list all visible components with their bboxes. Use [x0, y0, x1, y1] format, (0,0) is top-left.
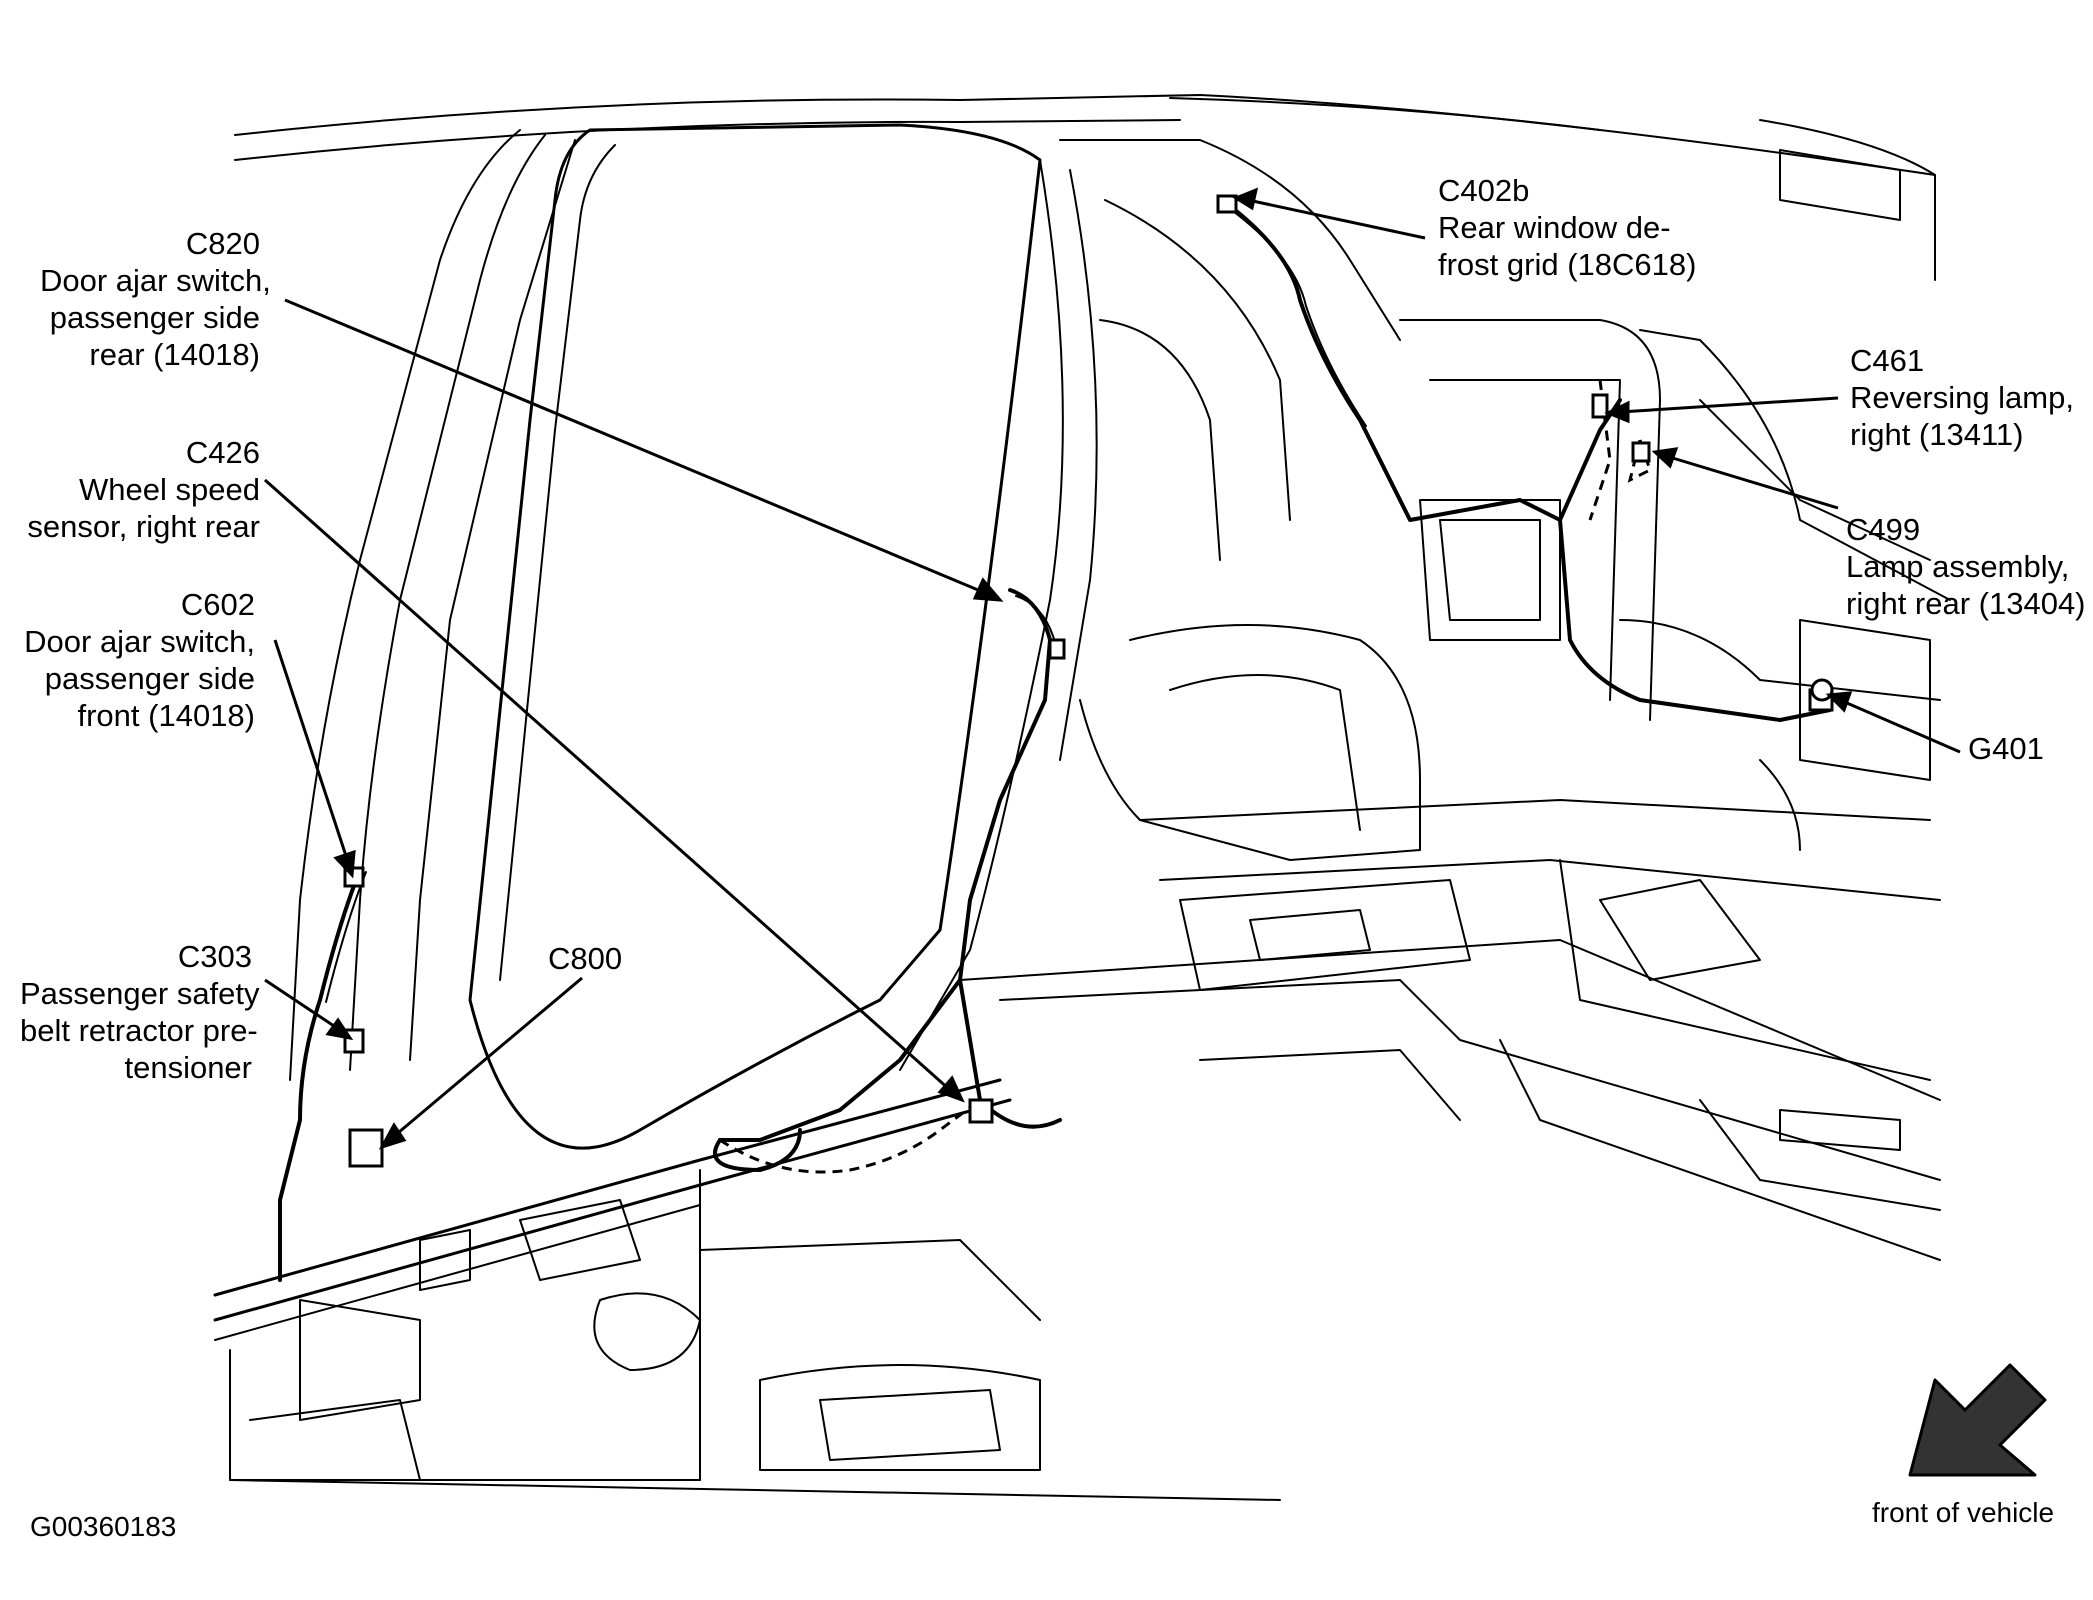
callout-c499: C499 Lamp assembly, right rear (13404) — [1846, 511, 2086, 622]
callout-c426: C426 Wheel speed sensor, right rear — [20, 434, 260, 545]
callout-c800: C800 — [548, 940, 622, 977]
connector-id: C461 — [1850, 343, 1925, 378]
connector-id: C820 — [185, 226, 260, 261]
callout-text: right rear (13404) — [1846, 586, 2086, 621]
connector-id: C402b — [1438, 173, 1530, 208]
callout-text: Passenger safety — [20, 976, 260, 1011]
callout-text: frost grid (18C618) — [1438, 247, 1697, 282]
callout-text: belt retractor pre- — [20, 1013, 258, 1048]
callout-text: sensor, right rear — [27, 509, 260, 544]
callout-text: rear (14018) — [89, 337, 260, 372]
callout-c461: C461 Reversing lamp, right (13411) — [1850, 342, 2074, 453]
callout-text: Rear window de- — [1438, 210, 1671, 245]
callout-text: Wheel speed — [79, 472, 260, 507]
callout-c602: C602 Door ajar switch, passenger side fr… — [20, 586, 255, 734]
callout-c402b: C402b Rear window de- frost grid (18C618… — [1438, 172, 1696, 283]
connector-id: C426 — [185, 435, 260, 470]
connector-id: C499 — [1846, 512, 1921, 547]
callout-g401: G401 — [1968, 730, 2044, 767]
callout-text: front (14018) — [77, 698, 256, 733]
callout-text: passenger side — [44, 661, 255, 696]
callout-text: passenger side — [49, 300, 260, 335]
callout-text: Reversing lamp, — [1850, 380, 2074, 415]
callout-c303: C303 Passenger safety belt retractor pre… — [20, 938, 260, 1086]
direction-label-text: front of vehicle — [1872, 1497, 2055, 1528]
callout-text: tensioner — [124, 1050, 252, 1085]
callout-c820: C820 Door ajar switch, passenger side re… — [40, 225, 271, 373]
connector-id: C303 — [177, 939, 252, 974]
ground-id: G401 — [1968, 731, 2044, 766]
callout-text: Lamp assembly, — [1846, 549, 2070, 584]
figure-id: G00360183 — [30, 1508, 176, 1545]
callout-text: Door ajar switch, — [24, 624, 255, 659]
callout-text: Door ajar switch, — [40, 263, 271, 298]
connector-id: C800 — [548, 941, 623, 976]
callout-text: right (13411) — [1850, 417, 2024, 452]
figure-id-text: G00360183 — [30, 1511, 177, 1542]
direction-label: front of vehicle — [1872, 1494, 2054, 1531]
connector-id: C602 — [180, 587, 255, 622]
direction-arrow-icon — [1908, 1363, 2047, 1477]
